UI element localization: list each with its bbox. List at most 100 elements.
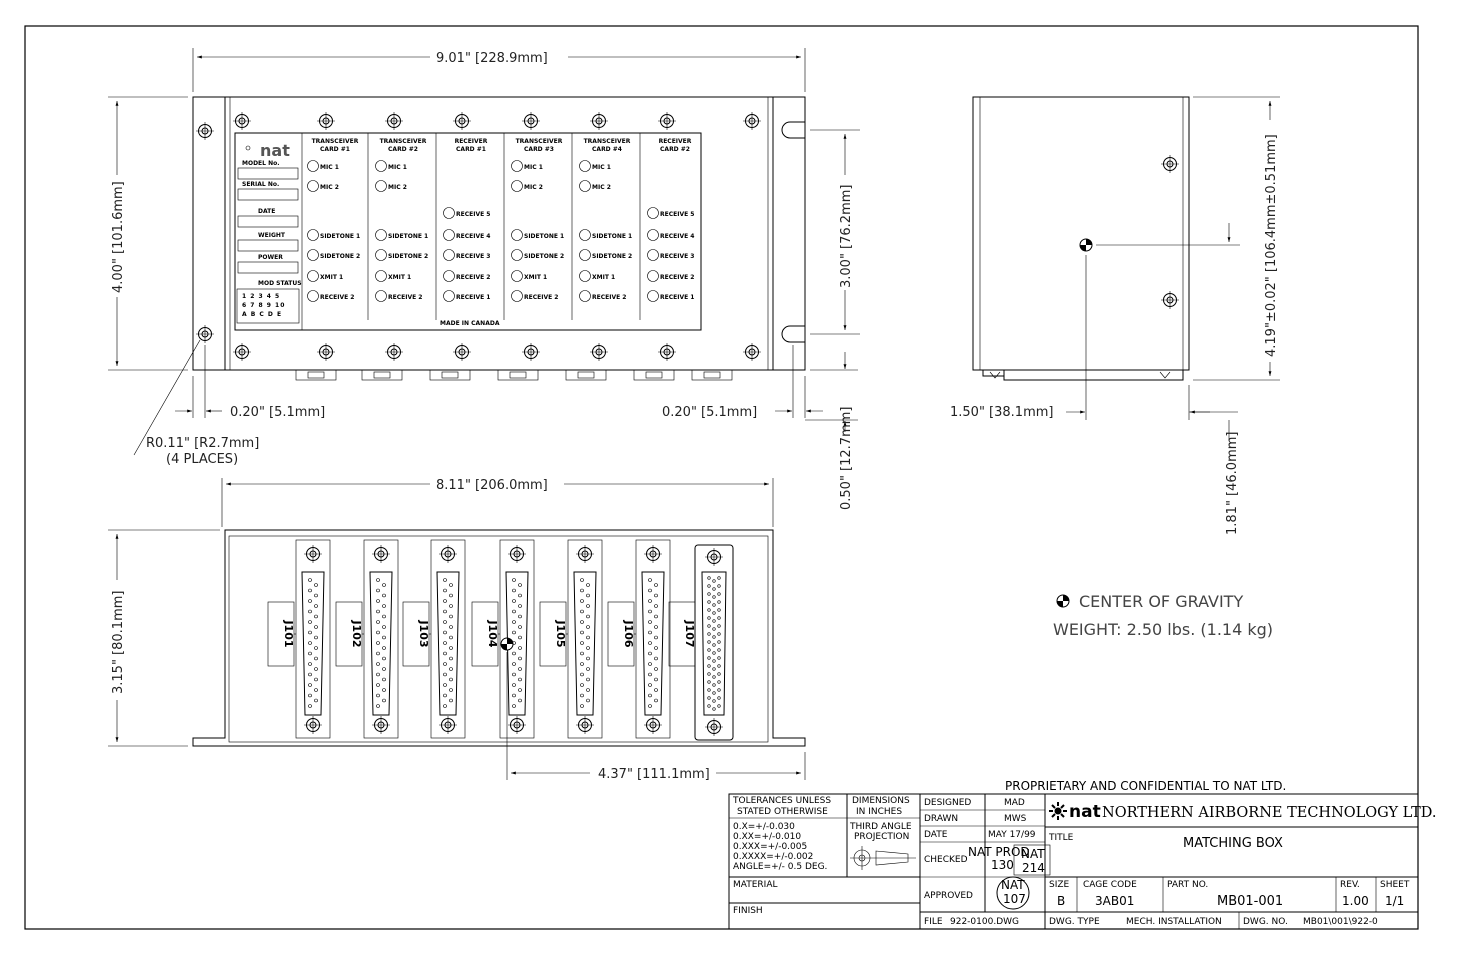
indicator-label: RECEIVE 4 bbox=[660, 233, 694, 240]
tol-head-2: STATED OTHERWISE bbox=[737, 807, 828, 817]
indicator-circle bbox=[375, 180, 387, 192]
dim-side-cg-depth: 1.50" [38.1mm] bbox=[950, 405, 1053, 420]
card-title: TRANSCEIVER bbox=[584, 138, 631, 145]
dim-flange: 0.50" [12.7mm] bbox=[839, 407, 854, 510]
indicator-circle bbox=[511, 270, 523, 282]
front-connector-shell bbox=[295, 369, 337, 381]
stamp-3-bottom: 107 bbox=[1003, 892, 1026, 906]
tolerance-line: 0.XXX=+/-0.005 bbox=[733, 842, 807, 852]
weight-label: WEIGHT: 2.50 lbs. (1.14 kg) bbox=[1053, 620, 1273, 639]
indicator-label: RECEIVE 4 bbox=[456, 233, 490, 240]
indicator-circle bbox=[443, 249, 455, 261]
stamp-1-top: NAT PROD bbox=[968, 845, 1030, 859]
dim-radius-2: (4 PLACES) bbox=[166, 452, 238, 467]
card-title: TRANSCEIVER bbox=[516, 138, 563, 145]
indicator-label: MIC 1 bbox=[524, 164, 543, 171]
indicator-circle bbox=[579, 249, 591, 261]
material-label: MATERIAL bbox=[733, 880, 778, 890]
indicator-circle bbox=[511, 180, 523, 192]
indicator-circle bbox=[375, 249, 387, 261]
indicator-circle bbox=[375, 229, 387, 241]
cage-label: CAGE CODE bbox=[1083, 880, 1137, 890]
dwg-no-label: DWG. NO. bbox=[1243, 917, 1288, 927]
indicator-circle bbox=[443, 290, 455, 302]
projection-2: PROJECTION bbox=[854, 832, 909, 842]
dim-edge-right: 0.20" [5.1mm] bbox=[662, 405, 757, 420]
indicator-circle bbox=[647, 229, 659, 241]
rear-dimensions: 8.11" [206.0mm] 3.15" [80.1mm] 4.37" [11… bbox=[108, 478, 806, 782]
dwg-type-value: MECH. INSTALLATION bbox=[1126, 917, 1222, 927]
indicator-circle bbox=[375, 160, 387, 172]
sheet-border bbox=[24, 25, 1419, 930]
indicator-label: RECEIVE 2 bbox=[388, 294, 422, 301]
card-subtitle: CARD #1 bbox=[456, 146, 486, 153]
sheet-value: 1/1 bbox=[1385, 894, 1404, 908]
indicator-label: MIC 2 bbox=[320, 184, 339, 191]
cg-legend: CENTER OF GRAVITY WEIGHT: 2.50 lbs. (1.1… bbox=[1053, 592, 1273, 639]
dim-body-width: 8.11" [206.0mm] bbox=[436, 478, 548, 493]
stamp-1-bottom: 130 bbox=[991, 858, 1014, 872]
indicator-label: MIC 1 bbox=[388, 164, 407, 171]
indicator-label: RECEIVE 2 bbox=[524, 294, 558, 301]
indicator-circle bbox=[443, 229, 455, 241]
indicator-label: RECEIVE 1 bbox=[660, 294, 694, 301]
connector-label: J103 bbox=[417, 619, 430, 647]
indicator-label: MIC 1 bbox=[320, 164, 339, 171]
front-view: nat MODEL No.SERIAL No.DATEWEIGHTPOWERMO… bbox=[192, 96, 806, 381]
indicator-label: SIDETONE 1 bbox=[524, 233, 564, 240]
indicator-circle bbox=[375, 290, 387, 302]
card-subtitle: CARD #2 bbox=[660, 146, 690, 153]
indicator-circle bbox=[579, 290, 591, 302]
indicator-circle bbox=[579, 180, 591, 192]
front-connector-shell bbox=[565, 369, 607, 381]
third-angle-symbol bbox=[850, 846, 916, 870]
indicator-circle bbox=[579, 229, 591, 241]
indicator-label: MIC 2 bbox=[592, 184, 611, 191]
card-title: TRANSCEIVER bbox=[312, 138, 359, 145]
cg-legend-label: CENTER OF GRAVITY bbox=[1079, 592, 1243, 611]
tolerance-line: ANGLE=+/- 0.5 DEG. bbox=[733, 862, 827, 872]
indicator-label: RECEIVE 3 bbox=[660, 253, 694, 260]
connector-j105: J105 bbox=[539, 539, 603, 739]
indicator-circle bbox=[307, 270, 319, 282]
indicator-label: XMIT 1 bbox=[388, 274, 411, 281]
indicator-circle bbox=[579, 160, 591, 172]
dims-head-1: DIMENSIONS bbox=[852, 796, 910, 806]
rev-label: REV. bbox=[1340, 880, 1360, 890]
info-label: MODEL No. bbox=[242, 160, 280, 167]
connector-label: J104 bbox=[486, 619, 499, 647]
indicator-circle bbox=[307, 249, 319, 261]
tolerance-line: 0.XX=+/-0.010 bbox=[733, 832, 801, 842]
approved-label: APPROVED bbox=[924, 891, 973, 901]
designed-label: DESIGNED bbox=[924, 798, 971, 808]
indicator-label: RECEIVE 2 bbox=[660, 274, 694, 281]
card-title: RECEIVER bbox=[659, 138, 692, 145]
file-label: FILE bbox=[924, 917, 943, 927]
card-subtitle: CARD #3 bbox=[524, 146, 554, 153]
indicator-label: SIDETONE 2 bbox=[320, 253, 360, 260]
indicator-label: RECEIVE 5 bbox=[456, 211, 490, 218]
connector-j104: J104 bbox=[471, 539, 535, 739]
card-subtitle: CARD #4 bbox=[592, 146, 622, 153]
indicator-circle bbox=[375, 270, 387, 282]
checked-label: CHECKED bbox=[924, 855, 968, 865]
size-value: B bbox=[1057, 894, 1065, 908]
front-connector-shell bbox=[691, 369, 733, 381]
indicator-circle bbox=[307, 180, 319, 192]
indicator-circle bbox=[511, 160, 523, 172]
indicator-label: SIDETONE 2 bbox=[388, 253, 428, 260]
indicator-circle bbox=[579, 270, 591, 282]
indicator-label: RECEIVE 2 bbox=[456, 274, 490, 281]
company-name: NORTHERN AIRBORNE TECHNOLOGY LTD. bbox=[1102, 805, 1437, 821]
part-value: MB01-001 bbox=[1217, 894, 1283, 909]
info-label: DATE bbox=[258, 208, 275, 215]
indicator-label: SIDETONE 1 bbox=[592, 233, 632, 240]
mod-number-row: 1 2 3 4 5 bbox=[242, 293, 280, 300]
drawn-label: DRAWN bbox=[924, 814, 958, 824]
card-subtitle: CARD #2 bbox=[388, 146, 418, 153]
rev-value: 1.00 bbox=[1342, 894, 1369, 908]
connector-label: J105 bbox=[554, 619, 567, 647]
dim-side-cg-height: 1.81" [46.0mm] bbox=[1225, 432, 1240, 535]
stamp-2-bottom: 214 bbox=[1022, 861, 1045, 875]
